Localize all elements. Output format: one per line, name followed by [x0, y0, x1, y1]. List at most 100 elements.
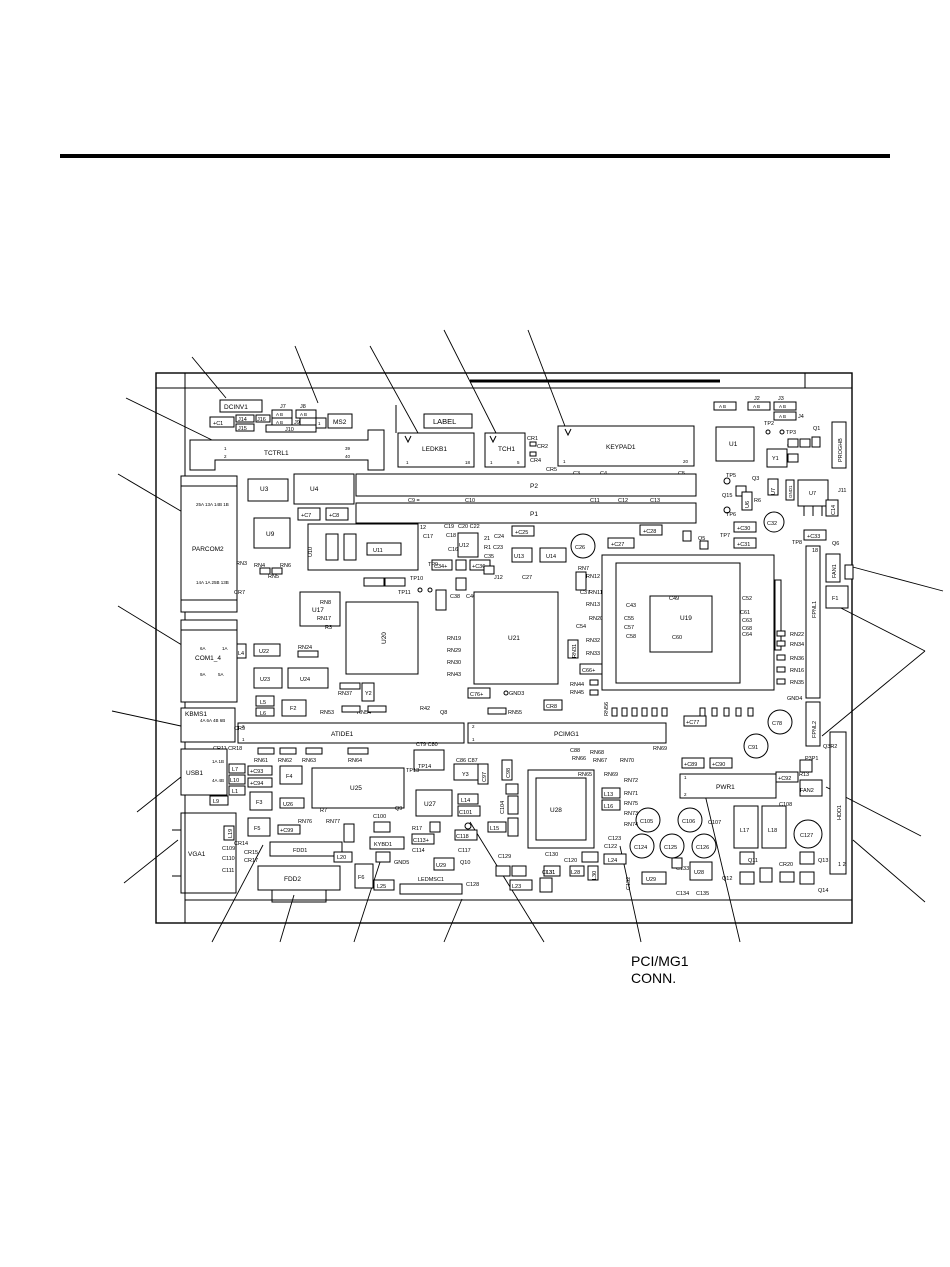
svg-text:C54: C54	[576, 624, 586, 630]
svg-text:COM1_4: COM1_4	[195, 655, 221, 662]
svg-text:LEDKB1: LEDKB1	[422, 446, 447, 453]
svg-text:U19: U19	[680, 615, 692, 622]
svg-text:C120: C120	[564, 858, 577, 864]
svg-text:+C33: +C33	[807, 534, 820, 540]
svg-text:+C31: +C31	[737, 542, 750, 548]
svg-text:RN35: RN35	[790, 680, 804, 686]
svg-text:18: 18	[812, 548, 818, 554]
svg-text:18: 18	[465, 460, 471, 465]
svg-text:C61: C61	[740, 610, 750, 616]
svg-text:U7: U7	[771, 488, 777, 495]
svg-text:FPNL1: FPNL1	[812, 601, 818, 618]
svg-text:PWR1: PWR1	[716, 784, 735, 791]
svg-text:TP8: TP8	[792, 540, 802, 546]
svg-text:TP13: TP13	[406, 768, 419, 774]
svg-text:C127: C127	[800, 833, 813, 839]
proghb-header: PROGHB	[831, 421, 847, 469]
svg-text:C104: C104	[500, 801, 506, 814]
svg-text:HDD1: HDD1	[837, 805, 843, 820]
chip-u28: U29	[641, 871, 667, 885]
svg-text:+C27: +C27	[611, 542, 624, 548]
svg-text:C124: C124	[634, 845, 647, 851]
svg-text:L9: L9	[213, 799, 219, 805]
svg-text:R1: R1	[484, 545, 491, 551]
svg-text:FAN2: FAN2	[800, 788, 814, 794]
svg-text:U12: U12	[459, 543, 469, 549]
svg-text:U13: U13	[514, 554, 524, 560]
svg-text:C12: C12	[618, 498, 628, 504]
svg-text:C17: C17	[423, 534, 433, 540]
svg-text:14A 1A 25B 13B: 14A 1A 25B 13B	[196, 580, 229, 585]
svg-text:L15: L15	[490, 826, 499, 832]
svg-text:F3: F3	[256, 800, 262, 806]
svg-text:Q13: Q13	[818, 858, 828, 864]
chip-u10: U10 U11	[307, 523, 419, 571]
svg-text:RN29: RN29	[447, 648, 461, 654]
svg-text:U28: U28	[550, 807, 562, 814]
chip-u27: U29	[433, 857, 455, 871]
svg-text:U11: U11	[373, 548, 383, 554]
svg-text:RN37: RN37	[338, 691, 352, 697]
svg-text:L18: L18	[768, 828, 777, 834]
svg-text:U6: U6	[745, 501, 751, 508]
svg-text:CR7: CR7	[234, 590, 245, 596]
fpnl1-header: FPNL1	[805, 545, 821, 699]
svg-text:R42: R42	[420, 706, 430, 712]
svg-text:C76+: C76+	[470, 692, 483, 698]
svg-text:RN33: RN33	[586, 651, 600, 657]
svg-text:+C89: +C89	[684, 762, 697, 768]
svg-text:CR17: CR17	[244, 858, 258, 864]
svg-text:+C1: +C1	[213, 421, 223, 427]
svg-text:J7: J7	[280, 404, 286, 410]
svg-text:RN16: RN16	[790, 668, 804, 674]
svg-text:C66+: C66+	[582, 668, 595, 674]
svg-text:RN63: RN63	[302, 758, 316, 764]
svg-text:1A 1B: 1A 1B	[212, 759, 224, 764]
svg-text:F5: F5	[254, 826, 260, 832]
chip-u9: U9	[253, 517, 291, 549]
svg-text:CR20: CR20	[779, 862, 793, 868]
svg-text:+C90: +C90	[712, 762, 725, 768]
chip-u24: U26	[279, 797, 305, 809]
svg-text:L20: L20	[337, 855, 346, 861]
svg-text:RN11: RN11	[589, 590, 603, 596]
svg-text:C106: C106	[682, 819, 695, 825]
svg-text:L25: L25	[377, 884, 386, 890]
svg-text:+C25: +C25	[515, 530, 528, 536]
fpnl2-header: FPNL2	[805, 701, 821, 747]
svg-text:J3: J3	[778, 396, 784, 402]
svg-text:2: 2	[224, 454, 227, 459]
svg-text:FPNL2: FPNL2	[812, 721, 818, 738]
svg-text:C129: C129	[498, 854, 511, 860]
svg-text:L14: L14	[461, 798, 470, 804]
svg-text:TP2: TP2	[764, 421, 774, 427]
svg-text:PARCOM2: PARCOM2	[192, 546, 224, 553]
svg-text:L16: L16	[604, 804, 613, 810]
svg-text:J14: J14	[238, 417, 247, 423]
chip-u18: U20	[345, 601, 419, 675]
svg-text:RN75: RN75	[624, 801, 638, 807]
svg-text:L13: L13	[604, 792, 613, 798]
svg-text:PROGHB: PROGHB	[838, 438, 844, 462]
svg-text:A B: A B	[276, 420, 283, 425]
svg-text:Y1: Y1	[772, 456, 779, 462]
svg-text:ATIDE1: ATIDE1	[331, 731, 354, 738]
svg-text:C86 C87: C86 C87	[456, 758, 478, 764]
svg-text:F2: F2	[290, 706, 296, 712]
svg-text:J8: J8	[300, 404, 306, 410]
chip-u22: U24	[287, 667, 329, 689]
svg-text:CR11 CR18: CR11 CR18	[213, 746, 242, 752]
pwr1-connector: PWR1 12	[679, 773, 777, 799]
svg-text:L31: L31	[546, 870, 555, 876]
svg-text:U14: U14	[546, 554, 556, 560]
svg-text:RN43: RN43	[447, 672, 461, 678]
svg-text:VGA1: VGA1	[188, 851, 206, 858]
svg-text:+C94: +C94	[250, 781, 263, 787]
svg-text:Y3: Y3	[462, 772, 469, 778]
chip-u8: U7	[797, 479, 829, 516]
svg-text:1: 1	[490, 460, 493, 465]
svg-text:R13: R13	[799, 772, 809, 778]
svg-text:C13: C13	[650, 498, 660, 504]
